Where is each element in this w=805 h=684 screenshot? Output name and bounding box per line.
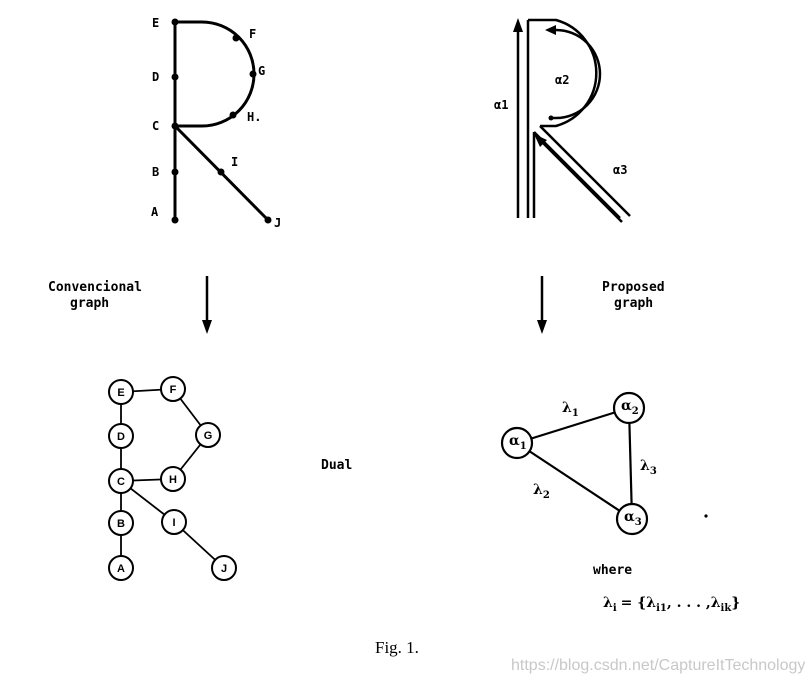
point-label-I: I <box>231 155 238 169</box>
graph-node-C <box>108 468 134 494</box>
graph-label-J: J <box>221 563 227 575</box>
dual-label-a1: α1 <box>509 433 527 452</box>
graph-label-A: A <box>117 563 125 575</box>
point-label-J: J <box>274 216 281 230</box>
arc-a1-arrowhead <box>513 18 523 32</box>
graph-node-H <box>160 466 186 492</box>
point-label-H: H. <box>247 110 261 124</box>
r-outline-bowl <box>528 18 598 128</box>
caption-where: where <box>593 563 632 578</box>
graph-node-A <box>108 555 134 581</box>
proposed-arrowheads <box>513 18 556 147</box>
dual-label-a2: α2 <box>621 398 639 417</box>
graph-label-C: C <box>117 476 125 488</box>
conventional-points <box>171 18 272 224</box>
down-arrow-left <box>202 276 212 334</box>
point-G <box>249 70 257 78</box>
r-outline-leg-inner <box>533 131 621 219</box>
arc-a3-line <box>537 137 623 223</box>
graph-label-G: G <box>204 430 213 442</box>
caption-proposed-line1: Proposed <box>602 280 665 295</box>
bowl-stroke <box>175 20 256 128</box>
conventional-graph-nodes <box>108 376 237 581</box>
point-E <box>171 18 179 26</box>
arc-label-a1: α1 <box>494 98 508 112</box>
point-H <box>229 111 237 119</box>
point-D <box>171 73 179 81</box>
r-outline-leg-outer <box>539 125 631 217</box>
dual-node-a2 <box>612 391 646 425</box>
graph-label-H: H <box>169 474 177 486</box>
graph-node-E <box>108 379 134 405</box>
caption-dual: Dual <box>321 458 352 473</box>
point-C <box>171 122 179 130</box>
arc-a2-arrowhead <box>545 25 556 35</box>
dual-edge-label-l3: λ3 <box>640 458 657 477</box>
down-arrow-right <box>537 276 547 334</box>
point-J <box>264 216 272 224</box>
dual-node-a3 <box>615 502 649 536</box>
watermark-text: https://blog.csdn.net/CaptureItTechnolog… <box>511 657 805 674</box>
point-label-G: G <box>258 64 265 78</box>
arc-a2-curve <box>552 28 602 120</box>
dual-graph-nodes <box>500 391 649 536</box>
point-I <box>217 168 225 176</box>
graph-node-F <box>160 376 186 402</box>
conventional-graph-labels: E F G D C H B I A J <box>117 384 227 575</box>
graph-node-I <box>161 509 187 535</box>
point-A <box>171 216 179 224</box>
arc-label-a3: α3 <box>613 163 627 177</box>
speck-dot <box>704 514 708 518</box>
graph-node-B <box>108 510 134 536</box>
graph-label-E: E <box>117 387 124 399</box>
dual-node-a1 <box>500 426 534 460</box>
point-B <box>171 168 179 176</box>
point-F <box>232 34 240 42</box>
caption-proposed-line2: graph <box>614 296 653 311</box>
dual-edge-label-l2: λ2 <box>533 482 550 501</box>
arc-a3-arrowhead <box>534 134 547 147</box>
graph-label-F: F <box>170 384 177 396</box>
arc-a2-start-dot <box>548 115 554 121</box>
point-label-D: D <box>152 70 159 84</box>
point-label-E: E <box>152 16 159 30</box>
graph-node-D <box>108 423 134 449</box>
arc-label-a2: α2 <box>555 73 569 87</box>
dual-label-a3: α3 <box>624 509 642 528</box>
point-label-F: F <box>249 27 256 41</box>
caption-conventional-line2: graph <box>70 296 109 311</box>
point-label-B: B <box>152 165 159 179</box>
proposed-drawing <box>516 18 631 223</box>
graph-label-I: I <box>172 517 175 529</box>
graph-node-G <box>195 422 221 448</box>
graph-label-D: D <box>117 431 125 443</box>
graph-label-B: B <box>117 518 125 530</box>
lambda-formula: λi= {λi1, . . . ,λik} <box>603 595 740 614</box>
caption-conventional-line1: Convencional <box>48 280 142 295</box>
dual-edge-label-l1: λ1 <box>562 400 579 419</box>
point-label-C: C <box>152 119 159 133</box>
dual-graph-edges <box>516 406 634 520</box>
dual-edge-labels: λ1 λ3 λ2 <box>533 400 657 501</box>
dual-node-labels: α1 α2 α3 <box>509 398 642 528</box>
figure-caption: Fig. 1. <box>375 638 419 657</box>
point-label-A: A <box>151 205 159 219</box>
graph-node-J <box>211 555 237 581</box>
